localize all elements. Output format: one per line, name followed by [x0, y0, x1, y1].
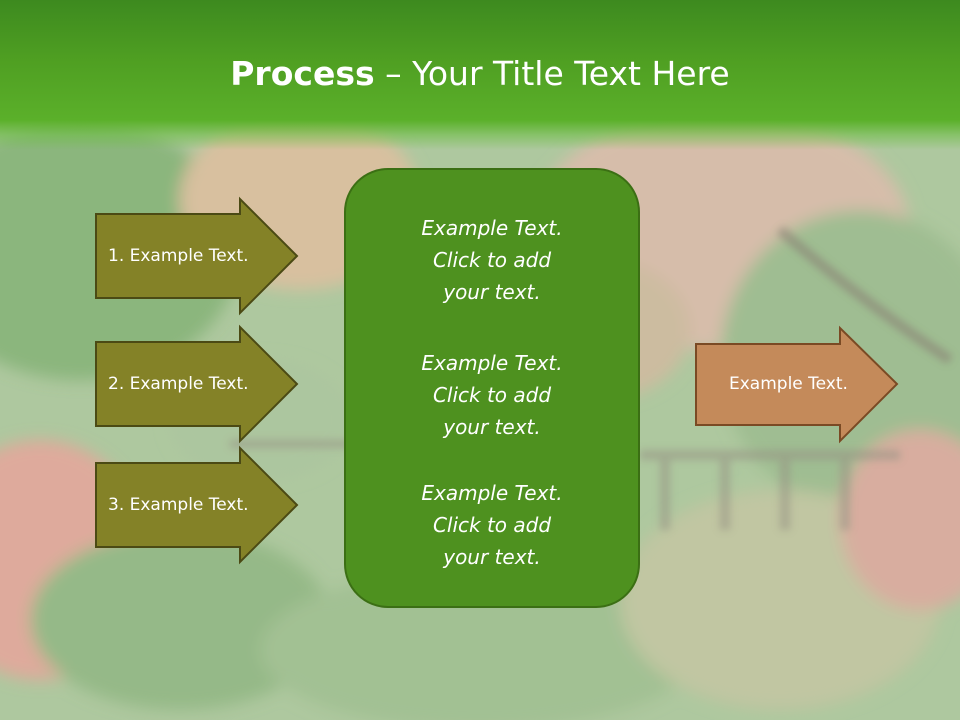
process-arrow-3[interactable] [95, 445, 299, 565]
arrow-2-label: 2. Example Text. [108, 374, 249, 394]
panel-block-3-line-3: your text. [443, 545, 541, 569]
arrow-3-label: 3. Example Text. [108, 495, 249, 515]
panel-block-2-line-1: Example Text. [421, 351, 563, 375]
panel-block-2-line-3: your text. [443, 415, 541, 439]
process-arrow-2[interactable] [95, 324, 299, 444]
panel-block-2-line-2: Click to add [432, 383, 552, 407]
center-process-panel[interactable] [344, 168, 640, 608]
slide-title[interactable]: Process – Your Title Text Here [0, 52, 960, 96]
output-arrow-label: Example Text. [729, 374, 848, 394]
panel-text-block-1[interactable]: Example Text. Click to add your text. [344, 212, 640, 308]
panel-block-1-line-3: your text. [443, 280, 541, 304]
panel-block-3-line-1: Example Text. [421, 481, 563, 505]
panel-text-block-2[interactable]: Example Text. Click to add your text. [344, 347, 640, 443]
process-arrow-1[interactable] [95, 196, 299, 316]
panel-block-3-line-2: Click to add [432, 513, 552, 537]
title-rest-part: – Your Title Text Here [374, 54, 730, 93]
arrow-1-label: 1. Example Text. [108, 246, 249, 266]
panel-text-block-3[interactable]: Example Text. Click to add your text. [344, 477, 640, 573]
output-arrow[interactable] [695, 325, 899, 444]
panel-block-1-line-1: Example Text. [421, 216, 563, 240]
title-bar [0, 0, 960, 150]
panel-block-1-line-2: Click to add [432, 248, 552, 272]
title-bold-part: Process [230, 54, 375, 93]
